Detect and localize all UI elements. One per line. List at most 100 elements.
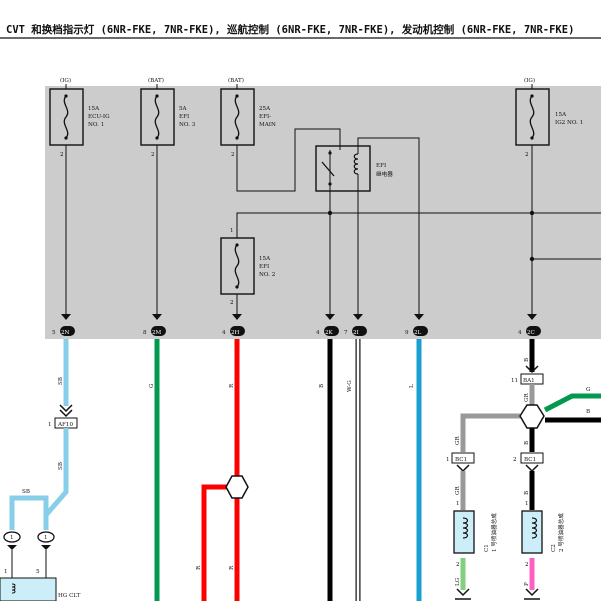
connector-pin: 4 bbox=[316, 330, 320, 336]
connector-2n: 5 2N bbox=[52, 314, 75, 336]
wire-color-label: G bbox=[586, 387, 591, 393]
junction-dots bbox=[327, 210, 535, 262]
junction-connectors: 1 1 1 5 HG CLT bbox=[0, 531, 81, 601]
connector-id: 2L bbox=[414, 330, 422, 336]
splice-icon bbox=[225, 475, 249, 499]
injector-ref: C1 bbox=[484, 544, 490, 552]
diagram-title: CVT 和换档指示灯 (6NR-FKE, 7NR-FKE), 巡航控制 (6NR… bbox=[6, 23, 574, 36]
connector-id: 2C bbox=[527, 330, 535, 336]
fuse-icon bbox=[63, 95, 69, 139]
connector-pin: 7 bbox=[344, 330, 348, 336]
injector-coil-icon bbox=[531, 517, 538, 539]
fuse-pin: 2 bbox=[151, 152, 155, 158]
arrow-icon bbox=[7, 545, 17, 550]
fuse-efi-no2: 1 15A EFI NO. 2 2 bbox=[220, 228, 276, 306]
connector-2h: 4 2H bbox=[222, 314, 245, 336]
join-pin: 1 bbox=[44, 535, 48, 541]
connector-bc1-left: BC1 1 bbox=[446, 452, 475, 473]
wire-color-label: LG bbox=[455, 577, 461, 586]
connector-2i: 7 2I bbox=[344, 314, 367, 336]
fuse-icon bbox=[234, 95, 240, 139]
fuse-source-label: (IG) bbox=[60, 77, 71, 84]
connector-id: AF10 bbox=[57, 422, 73, 428]
connector-id: 2K bbox=[325, 330, 334, 336]
connector-pin: 4 bbox=[222, 330, 226, 336]
panel-connectors: 5 2N 8 2M 4 2H 4 2K 7 2I bbox=[52, 314, 541, 336]
connector-pin: 11 bbox=[511, 378, 518, 384]
relay-name: EFI bbox=[376, 163, 386, 169]
wire-wg: W-G bbox=[347, 339, 361, 601]
fuse-pin-in: 1 bbox=[230, 228, 234, 234]
connector-2m: 8 2M bbox=[143, 314, 166, 336]
connector-pin: 8 bbox=[143, 330, 147, 336]
clt-pin-b: 5 bbox=[36, 569, 40, 575]
arrow-icon bbox=[325, 314, 335, 320]
fuse-ig2-no1: (IG) 15A IG2 NO. 1 2 bbox=[515, 77, 583, 158]
wire-sb: SB AF10 1 SB SB bbox=[9, 339, 78, 530]
clt-pin-a: 1 bbox=[4, 569, 8, 575]
wire-b: B bbox=[319, 339, 333, 601]
wire-color-label: W-G bbox=[347, 380, 353, 392]
fuse-icon bbox=[529, 95, 535, 139]
connector-id: 2N bbox=[61, 330, 70, 336]
wire-color-label: SB bbox=[58, 377, 64, 385]
connector-pin: 1 bbox=[48, 422, 52, 428]
wire-color-label: SB bbox=[22, 489, 30, 495]
connector-pin: 9 bbox=[405, 330, 409, 336]
wire-color-label: R bbox=[196, 565, 202, 570]
fuse-pin: 2 bbox=[230, 300, 234, 306]
splice-icon bbox=[519, 404, 545, 429]
fuse-rating: 15A bbox=[88, 106, 100, 112]
connector-2l: 9 2L bbox=[405, 314, 428, 336]
connector-id: 2I bbox=[353, 330, 359, 336]
connector-pin: 2 bbox=[513, 457, 517, 463]
fuse-name-2: NO. 3 bbox=[179, 122, 196, 128]
fuse-pin: 2 bbox=[231, 152, 235, 158]
connector-pin: 1 bbox=[446, 457, 450, 463]
fuse-name-2: NO. 1 bbox=[88, 122, 104, 128]
injector-2: B 1 2 P C2 2 号喷油器总成 bbox=[521, 471, 565, 600]
wire-color-label: R bbox=[229, 383, 235, 388]
wire-color-label: R bbox=[229, 565, 235, 570]
fuse-icon bbox=[154, 95, 160, 139]
injector-ref: C2 bbox=[551, 544, 557, 552]
clt-label: HG CLT bbox=[58, 593, 81, 599]
fuse-pin: 2 bbox=[525, 152, 529, 158]
relay-coil-icon bbox=[11, 583, 16, 594]
fuse-icon bbox=[234, 244, 240, 288]
connector-id: BC1 bbox=[524, 457, 536, 463]
injector-pin-top: 1 bbox=[456, 501, 460, 507]
connector-2k: 4 2K bbox=[316, 314, 339, 336]
arrow-icon bbox=[41, 545, 51, 550]
fuse-name-2: MAIN bbox=[259, 122, 276, 128]
fuse-name: IG2 NO. 1 bbox=[555, 120, 583, 126]
wire-color-label: B bbox=[319, 384, 325, 388]
relay-coil-icon bbox=[353, 153, 359, 175]
arrow-icon bbox=[414, 314, 424, 320]
wire-color-label: B bbox=[586, 409, 590, 415]
fuse-source-label: (BAT) bbox=[148, 77, 164, 84]
relay-name-2: 继电器 bbox=[376, 170, 393, 178]
fuse-name: EFI bbox=[259, 264, 269, 270]
wire-color-label: GR bbox=[455, 486, 461, 495]
wire-color-label: GR bbox=[455, 436, 461, 445]
wire-color-label: B bbox=[524, 441, 530, 445]
fuse-source-label: (IG) bbox=[524, 77, 535, 84]
injector-pin-bottom: 2 bbox=[456, 562, 460, 568]
panel-wiring bbox=[65, 128, 601, 318]
fuse-name-2: NO. 2 bbox=[259, 272, 276, 278]
fuse-rating: 15A bbox=[259, 256, 271, 262]
connector-2c: 4 2C bbox=[518, 314, 541, 336]
wire-color-label: SB bbox=[58, 462, 64, 470]
fuse-name: EFI bbox=[179, 114, 189, 120]
fuse-source-label: (BAT) bbox=[228, 77, 244, 84]
injector-pin-top: 1 bbox=[525, 501, 529, 507]
connector-pin: 4 bbox=[518, 330, 522, 336]
efi-relay: EFI 继电器 bbox=[315, 145, 393, 192]
arrow-icon bbox=[232, 314, 242, 320]
wire-color-label: P bbox=[524, 582, 530, 586]
injector-name: 1 号喷油器总成 bbox=[490, 513, 498, 552]
wire-l: L bbox=[409, 339, 422, 601]
wire-2c-b: B BA1 11 GR G B GR B bbox=[455, 339, 601, 452]
